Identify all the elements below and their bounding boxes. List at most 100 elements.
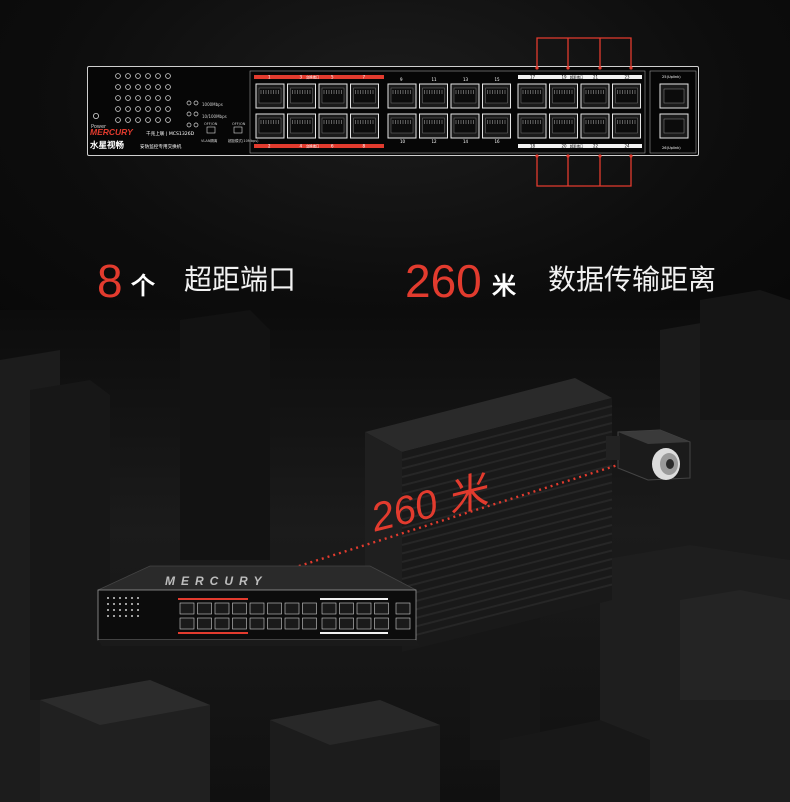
port-led <box>155 106 161 112</box>
front-panel-graphic: Power 1000Mbps 10/100Mbps MERCURY 水星视畅 千… <box>89 70 697 154</box>
port-number: 21 <box>593 75 599 80</box>
rj45-port[interactable] <box>255 113 285 139</box>
model-tag: 千兆上联 | MCS1326D <box>146 130 195 137</box>
group-label-bottom: 交换端口 <box>306 144 319 149</box>
rj45-port[interactable] <box>450 113 480 139</box>
security-camera-icon <box>606 429 691 481</box>
extend-mode-switch[interactable]: OFF/ON 超距模式(10Mbps) <box>228 122 259 143</box>
port-led <box>165 84 171 90</box>
extended-label-top: 超距端口 <box>570 75 583 80</box>
rj45-port[interactable] <box>419 83 448 109</box>
port-number: 7 <box>363 75 366 80</box>
device-top-logo: MERCURY <box>165 574 267 588</box>
port-led <box>115 95 121 101</box>
port-led <box>115 106 121 112</box>
power-led <box>93 113 99 120</box>
switch-ports-top-bar <box>254 75 384 79</box>
switch-b-caption: 超距模式(10Mbps) <box>228 138 259 143</box>
port-number: 16 <box>495 139 501 144</box>
port-led <box>125 117 131 123</box>
rj45-port[interactable] <box>318 113 348 139</box>
port-led <box>165 95 171 101</box>
switch-front-panel: Power 1000Mbps 10/100Mbps MERCURY 水星视畅 千… <box>87 66 699 156</box>
port-number: 5 <box>331 75 334 80</box>
port-led <box>155 73 161 79</box>
rj45-port[interactable] <box>580 83 610 109</box>
uplink-port-25[interactable] <box>659 83 689 109</box>
background-buildings <box>0 290 790 802</box>
rj45-port[interactable] <box>318 83 348 109</box>
port-led <box>125 73 131 79</box>
extended-ports-unit: 个 <box>131 272 155 300</box>
top-section-background <box>0 0 790 330</box>
rj45-port[interactable] <box>549 83 578 109</box>
power-label: Power <box>91 124 107 130</box>
rj45-port[interactable] <box>517 113 547 139</box>
rj45-port[interactable] <box>612 83 641 109</box>
switch-a-caption: VLAN隔离 <box>201 138 218 143</box>
port-led <box>115 117 121 123</box>
brand-logo: MERCURY <box>90 127 134 137</box>
rj45-port[interactable] <box>482 83 511 109</box>
port-led <box>165 117 171 123</box>
rj45-port[interactable] <box>450 83 480 109</box>
switch-ports-bottom-bar <box>254 144 384 148</box>
port-led <box>145 73 151 79</box>
vlan-switch[interactable]: OFF/ON VLAN隔离 <box>201 122 218 143</box>
switch-b-label: OFF/ON <box>232 122 246 126</box>
port-number: 12 <box>432 139 438 144</box>
port-led <box>155 117 161 123</box>
port-led <box>125 106 131 112</box>
extended-label-bottom: 超距端口 <box>570 144 583 149</box>
port-number: 2 <box>268 144 271 149</box>
port-number: 3 <box>300 75 303 80</box>
product-description: 安防监控专用交换机 <box>140 143 182 150</box>
rj45-port[interactable] <box>350 83 379 109</box>
foreground-blocks <box>40 680 650 802</box>
port-number: 8 <box>363 144 366 149</box>
port-number: 19 <box>562 75 568 80</box>
port-led <box>145 117 151 123</box>
distance-dotted-line <box>235 456 641 588</box>
switch-device-3d: MERCURY <box>97 565 420 646</box>
port-number: 9 <box>400 77 403 82</box>
rj45-port[interactable] <box>387 83 417 109</box>
rj45-port[interactable] <box>350 113 379 139</box>
rj45-port[interactable] <box>419 113 448 139</box>
port-number: 14 <box>463 139 469 144</box>
rj45-port[interactable] <box>255 83 285 109</box>
rj45-port[interactable] <box>549 113 578 139</box>
extended-ports-count: 8 <box>97 255 123 307</box>
rj45-port[interactable] <box>387 113 417 139</box>
port-number: 22 <box>593 144 599 149</box>
rj45-port[interactable] <box>482 113 511 139</box>
port-led <box>165 106 171 112</box>
port-led <box>145 106 151 112</box>
extended-ports-bottom-bar <box>518 144 642 148</box>
port-number: 15 <box>495 77 501 82</box>
port-number: 4 <box>300 144 303 149</box>
port-number: 6 <box>331 144 334 149</box>
rj45-port[interactable] <box>287 83 316 109</box>
uplink-block-frame <box>649 70 697 154</box>
rj45-port[interactable] <box>517 83 547 109</box>
rj45-port-array <box>255 83 641 139</box>
port-number: 23 <box>625 75 631 80</box>
central-building <box>365 378 613 652</box>
uplink-port-26[interactable] <box>659 113 689 139</box>
brand-cn: 水星视畅 <box>89 140 125 151</box>
port-led <box>115 84 121 90</box>
switch-a-label: OFF/ON <box>204 122 218 126</box>
port-number: 24 <box>625 144 631 149</box>
port-led <box>115 73 121 79</box>
rj45-port[interactable] <box>580 113 610 139</box>
rj45-port[interactable] <box>612 113 641 139</box>
led-indicator-grid <box>115 73 171 123</box>
port-led <box>125 95 131 101</box>
label-1000mbps: 1000Mbps <box>202 102 223 107</box>
rj45-port[interactable] <box>287 113 316 139</box>
port-led <box>135 106 141 112</box>
port-led <box>135 95 141 101</box>
port-number: 18 <box>530 144 536 149</box>
